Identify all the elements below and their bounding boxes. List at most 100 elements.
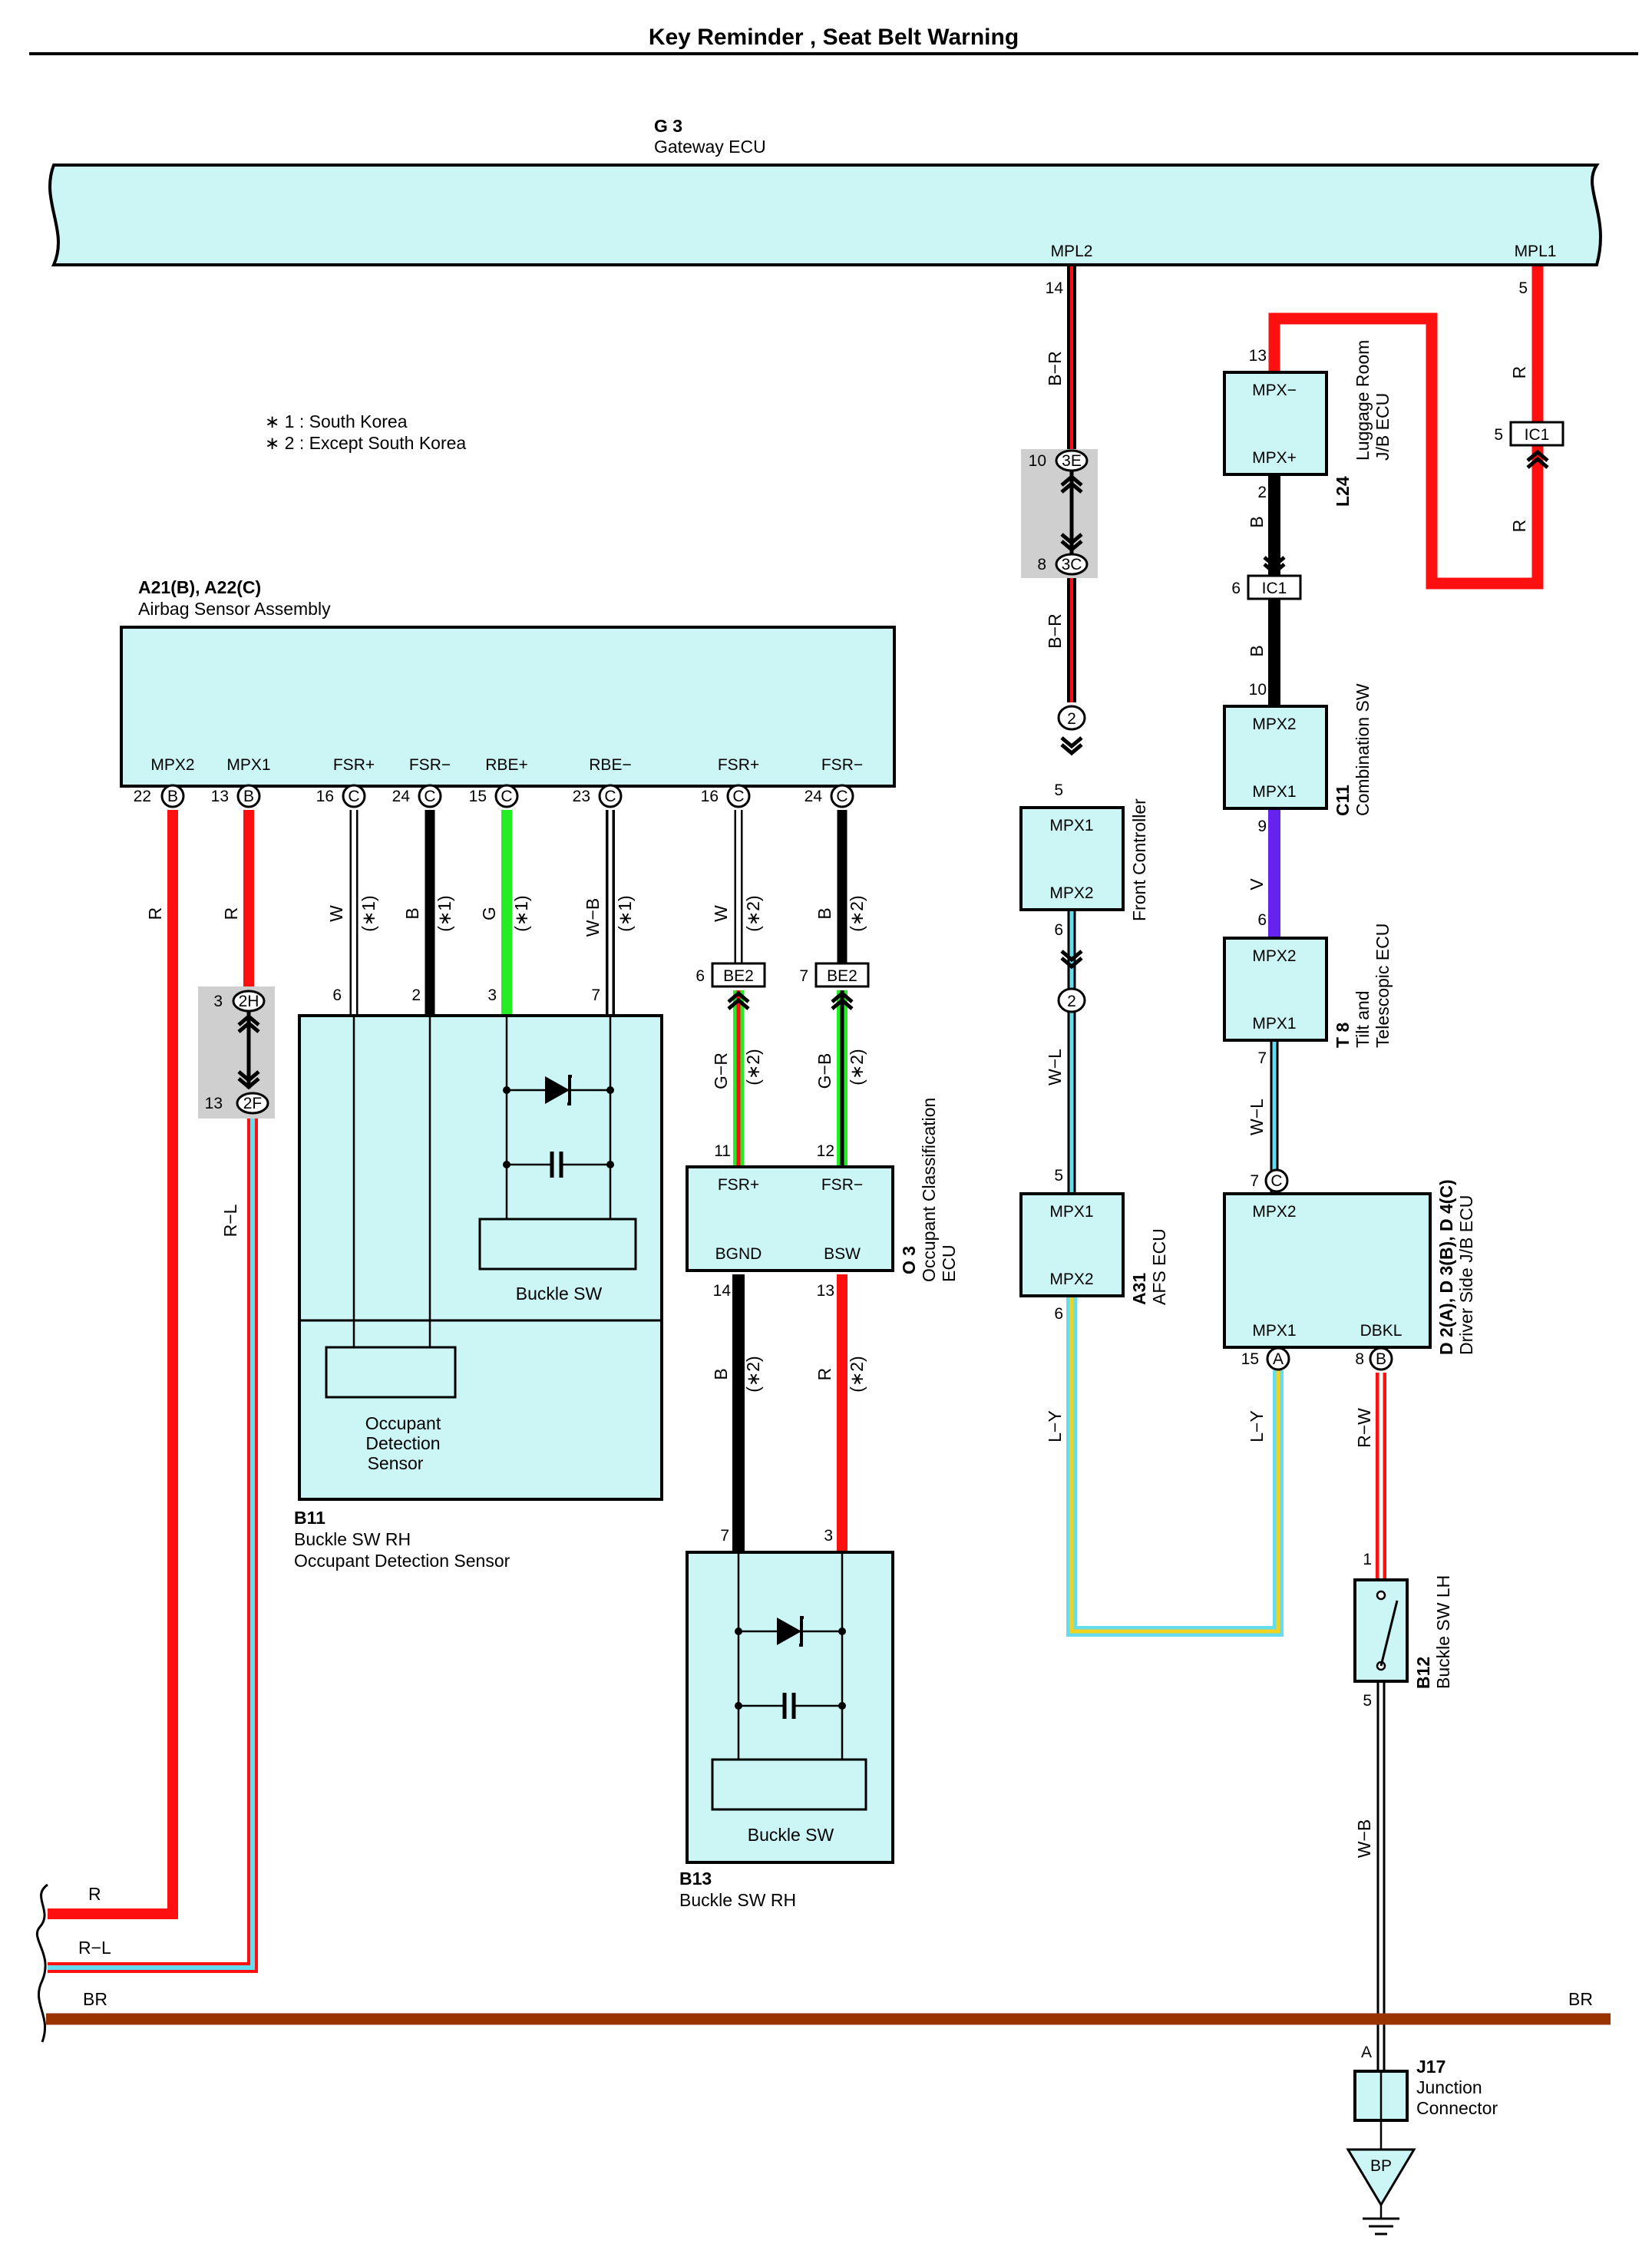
svg-text:5: 5	[1518, 279, 1528, 297]
page-title: Key Reminder , Seat Belt Warning	[649, 25, 1019, 50]
svg-text:6: 6	[1257, 911, 1267, 929]
note-1: ∗ 1 : South Korea	[265, 411, 408, 431]
svg-text:9: 9	[1257, 818, 1267, 835]
svg-text:14: 14	[1046, 279, 1064, 297]
svg-text:C: C	[732, 788, 744, 805]
svg-text:(∗2): (∗2)	[743, 895, 763, 931]
svg-text:Occupant Classification: Occupant Classification	[919, 1098, 939, 1282]
svg-text:3E: 3E	[1062, 452, 1082, 470]
svg-text:MPX2: MPX2	[1252, 1203, 1296, 1221]
svg-text:B: B	[1247, 645, 1267, 656]
svg-text:BGND: BGND	[715, 1245, 762, 1263]
b13-buckle-sw-rh: Buckle SW 7 3 B13 Buckle SW RH	[679, 1527, 894, 1910]
svg-text:B: B	[814, 907, 834, 919]
pin-number: 16	[701, 788, 719, 805]
svg-text:2: 2	[1257, 484, 1267, 501]
svg-text:DBKL: DBKL	[1360, 1322, 1403, 1340]
svg-text:G−R: G−R	[711, 1052, 731, 1089]
svg-text:(∗2): (∗2)	[743, 1049, 763, 1085]
airbag-pin-label: RBE−	[589, 756, 631, 774]
svg-text:6: 6	[1054, 1305, 1063, 1323]
svg-text:MPX+: MPX+	[1252, 449, 1297, 467]
svg-text:B: B	[167, 788, 178, 805]
airbag-pin-label: FSR+	[718, 756, 759, 774]
svg-text:5: 5	[1054, 1167, 1063, 1185]
svg-text:W−L: W−L	[1045, 1049, 1065, 1086]
svg-text:MPX2: MPX2	[1252, 947, 1296, 965]
b11-code: B11	[294, 1508, 325, 1528]
svg-text:7: 7	[720, 1527, 729, 1545]
svg-text:C: C	[604, 788, 616, 805]
svg-text:BP: BP	[1370, 2157, 1392, 2175]
svg-text:10: 10	[1249, 681, 1267, 699]
svg-text:13: 13	[205, 1095, 223, 1112]
svg-text:10: 10	[1029, 452, 1046, 470]
svg-text:Telescopic ECU: Telescopic ECU	[1373, 924, 1393, 1048]
svg-text:J17: J17	[1416, 2057, 1446, 2077]
t8-tilt-telescopic-ecu: MPX2 MPX1 T 8 Tilt and Telescopic ECU 7 …	[1223, 924, 1393, 1135]
svg-text:B: B	[1247, 516, 1267, 527]
svg-text:6: 6	[1054, 921, 1063, 939]
wire-r-mpl1	[1268, 265, 1544, 590]
svg-text:MPX1: MPX1	[1049, 817, 1093, 834]
svg-text:C: C	[1270, 1172, 1282, 1190]
wire-rl	[48, 1113, 258, 1973]
gateway-pin-mpl2: MPL2	[1051, 243, 1093, 260]
svg-text:IC1: IC1	[1525, 426, 1550, 444]
svg-text:7: 7	[591, 986, 600, 1004]
gateway-name: Gateway ECU	[654, 137, 766, 157]
svg-text:6: 6	[332, 986, 342, 1004]
svg-text:(∗2): (∗2)	[743, 1356, 763, 1392]
svg-text:3: 3	[487, 986, 497, 1004]
svg-text:(∗1): (∗1)	[511, 895, 531, 931]
svg-text:13: 13	[817, 1282, 834, 1300]
svg-text:D 2(A), D 3(B), D 4(C): D 2(A), D 3(B), D 4(C)	[1436, 1179, 1456, 1355]
svg-text:AFS ECU: AFS ECU	[1149, 1228, 1169, 1305]
svg-text:BSW: BSW	[824, 1245, 861, 1263]
svg-text:6: 6	[695, 967, 705, 985]
gateway-pin-mpl1: MPL1	[1515, 243, 1557, 260]
svg-text:BE2: BE2	[723, 967, 754, 985]
airbag-wire-labels: R R W (∗1) B (∗1) G (∗1) W−B (∗1) W (∗2)…	[145, 895, 867, 937]
airbag-pin-label: FSR−	[821, 756, 863, 774]
svg-text:(∗2): (∗2)	[847, 1049, 867, 1085]
pin-number: 23	[573, 788, 590, 805]
svg-text:Detection: Detection	[365, 1433, 440, 1453]
svg-text:FSR−: FSR−	[821, 1176, 863, 1194]
svg-text:Sensor: Sensor	[368, 1453, 424, 1473]
airbag-code: A21(B), A22(C)	[138, 577, 261, 597]
b13-name: Buckle SW RH	[679, 1890, 796, 1910]
svg-text:MPX2: MPX2	[1252, 715, 1296, 733]
note-2: ∗ 2 : Except South Korea	[265, 433, 466, 453]
d2-driver-side-jb-ecu: C 7 MPX2 MPX1 DBKL A 15 B 8 D 2(A), D 3(…	[1223, 1168, 1476, 1448]
svg-text:8: 8	[1037, 556, 1046, 573]
svg-text:15: 15	[1241, 1350, 1259, 1368]
airbag-sensor-assembly: A21(B), A22(C) Airbag Sensor Assembly MP…	[120, 577, 896, 788]
svg-text:J/B ECU: J/B ECU	[1373, 393, 1393, 461]
ground-bp: BP	[1346, 2148, 1416, 2236]
svg-text:W−B: W−B	[583, 898, 603, 937]
airbag-pin-label: FSR+	[333, 756, 375, 774]
b11-buckle-sw-rh: Buckle SW Occupant Detection Sensor 6 2 …	[294, 986, 663, 1571]
svg-text:R−L: R−L	[220, 1204, 240, 1237]
pin-number: 13	[211, 788, 229, 805]
svg-text:(∗2): (∗2)	[847, 895, 867, 931]
svg-text:2F: 2F	[243, 1095, 263, 1112]
svg-text:W−B: W−B	[1354, 1819, 1374, 1858]
b11-buckle-label: Buckle SW	[516, 1284, 603, 1304]
j17-junction-connector: A J17 Junction Connector	[1353, 2044, 1498, 2122]
svg-text:2: 2	[1067, 710, 1076, 728]
svg-text:Occupant: Occupant	[365, 1413, 441, 1433]
svg-text:2: 2	[1067, 993, 1076, 1010]
svg-text:Luggage Room: Luggage Room	[1353, 340, 1373, 461]
mpl2-column: 14 B−R 3E 10 3C 8 B−R 2 5	[1021, 279, 1098, 799]
svg-text:FSR+: FSR+	[718, 1176, 759, 1194]
svg-text:C: C	[348, 788, 359, 805]
harness-ends: R R−L BR BR	[35, 1883, 1593, 2043]
connector-be2: BE2 6 BE2 7 G−R (∗2) G−B (∗2)	[695, 962, 870, 1089]
svg-text:G: G	[479, 907, 499, 920]
svg-text:MPX1: MPX1	[1252, 1322, 1296, 1340]
b12-buckle-sw-lh: 1 5 B12 Buckle SW LH W−B	[1353, 1551, 1453, 1858]
airbag-name: Airbag Sensor Assembly	[138, 599, 331, 619]
svg-text:Junction: Junction	[1416, 2077, 1482, 2097]
